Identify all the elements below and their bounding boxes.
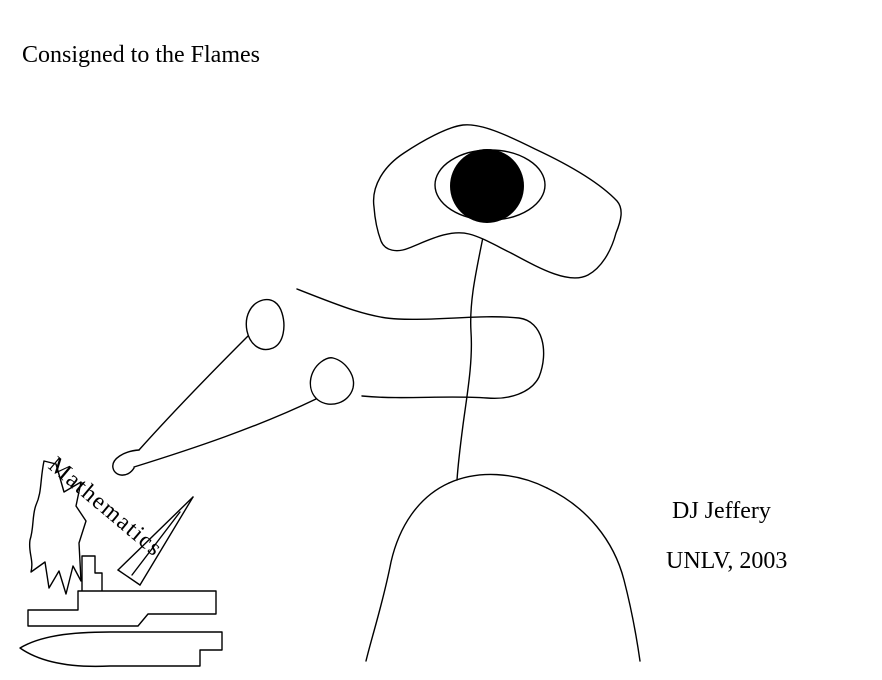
signature-author: DJ Jeffery xyxy=(672,498,771,524)
right-body-line xyxy=(547,488,640,661)
left-body-line xyxy=(366,483,449,661)
eye-pupil xyxy=(450,149,524,223)
hip-curve xyxy=(449,474,547,488)
book-page-right xyxy=(140,497,193,585)
platform-bottom xyxy=(20,632,222,666)
book-step-shape xyxy=(82,556,102,592)
torso-outline xyxy=(297,289,544,398)
platform-top xyxy=(28,591,216,626)
shoulder-bean xyxy=(246,300,284,350)
page-title: Consigned to the Flames xyxy=(22,42,260,68)
signature-affiliation: UNLV, 2003 xyxy=(666,548,788,574)
book-page-left xyxy=(118,497,193,570)
book-page-bottom xyxy=(118,570,140,585)
elbow-joint xyxy=(310,358,353,404)
arm-lower-line xyxy=(134,399,316,467)
hand-loop xyxy=(113,450,139,475)
flame-shape xyxy=(30,461,86,594)
book-inner-line xyxy=(132,512,180,575)
neck-line xyxy=(457,232,484,480)
arm-upper-line xyxy=(139,336,248,450)
